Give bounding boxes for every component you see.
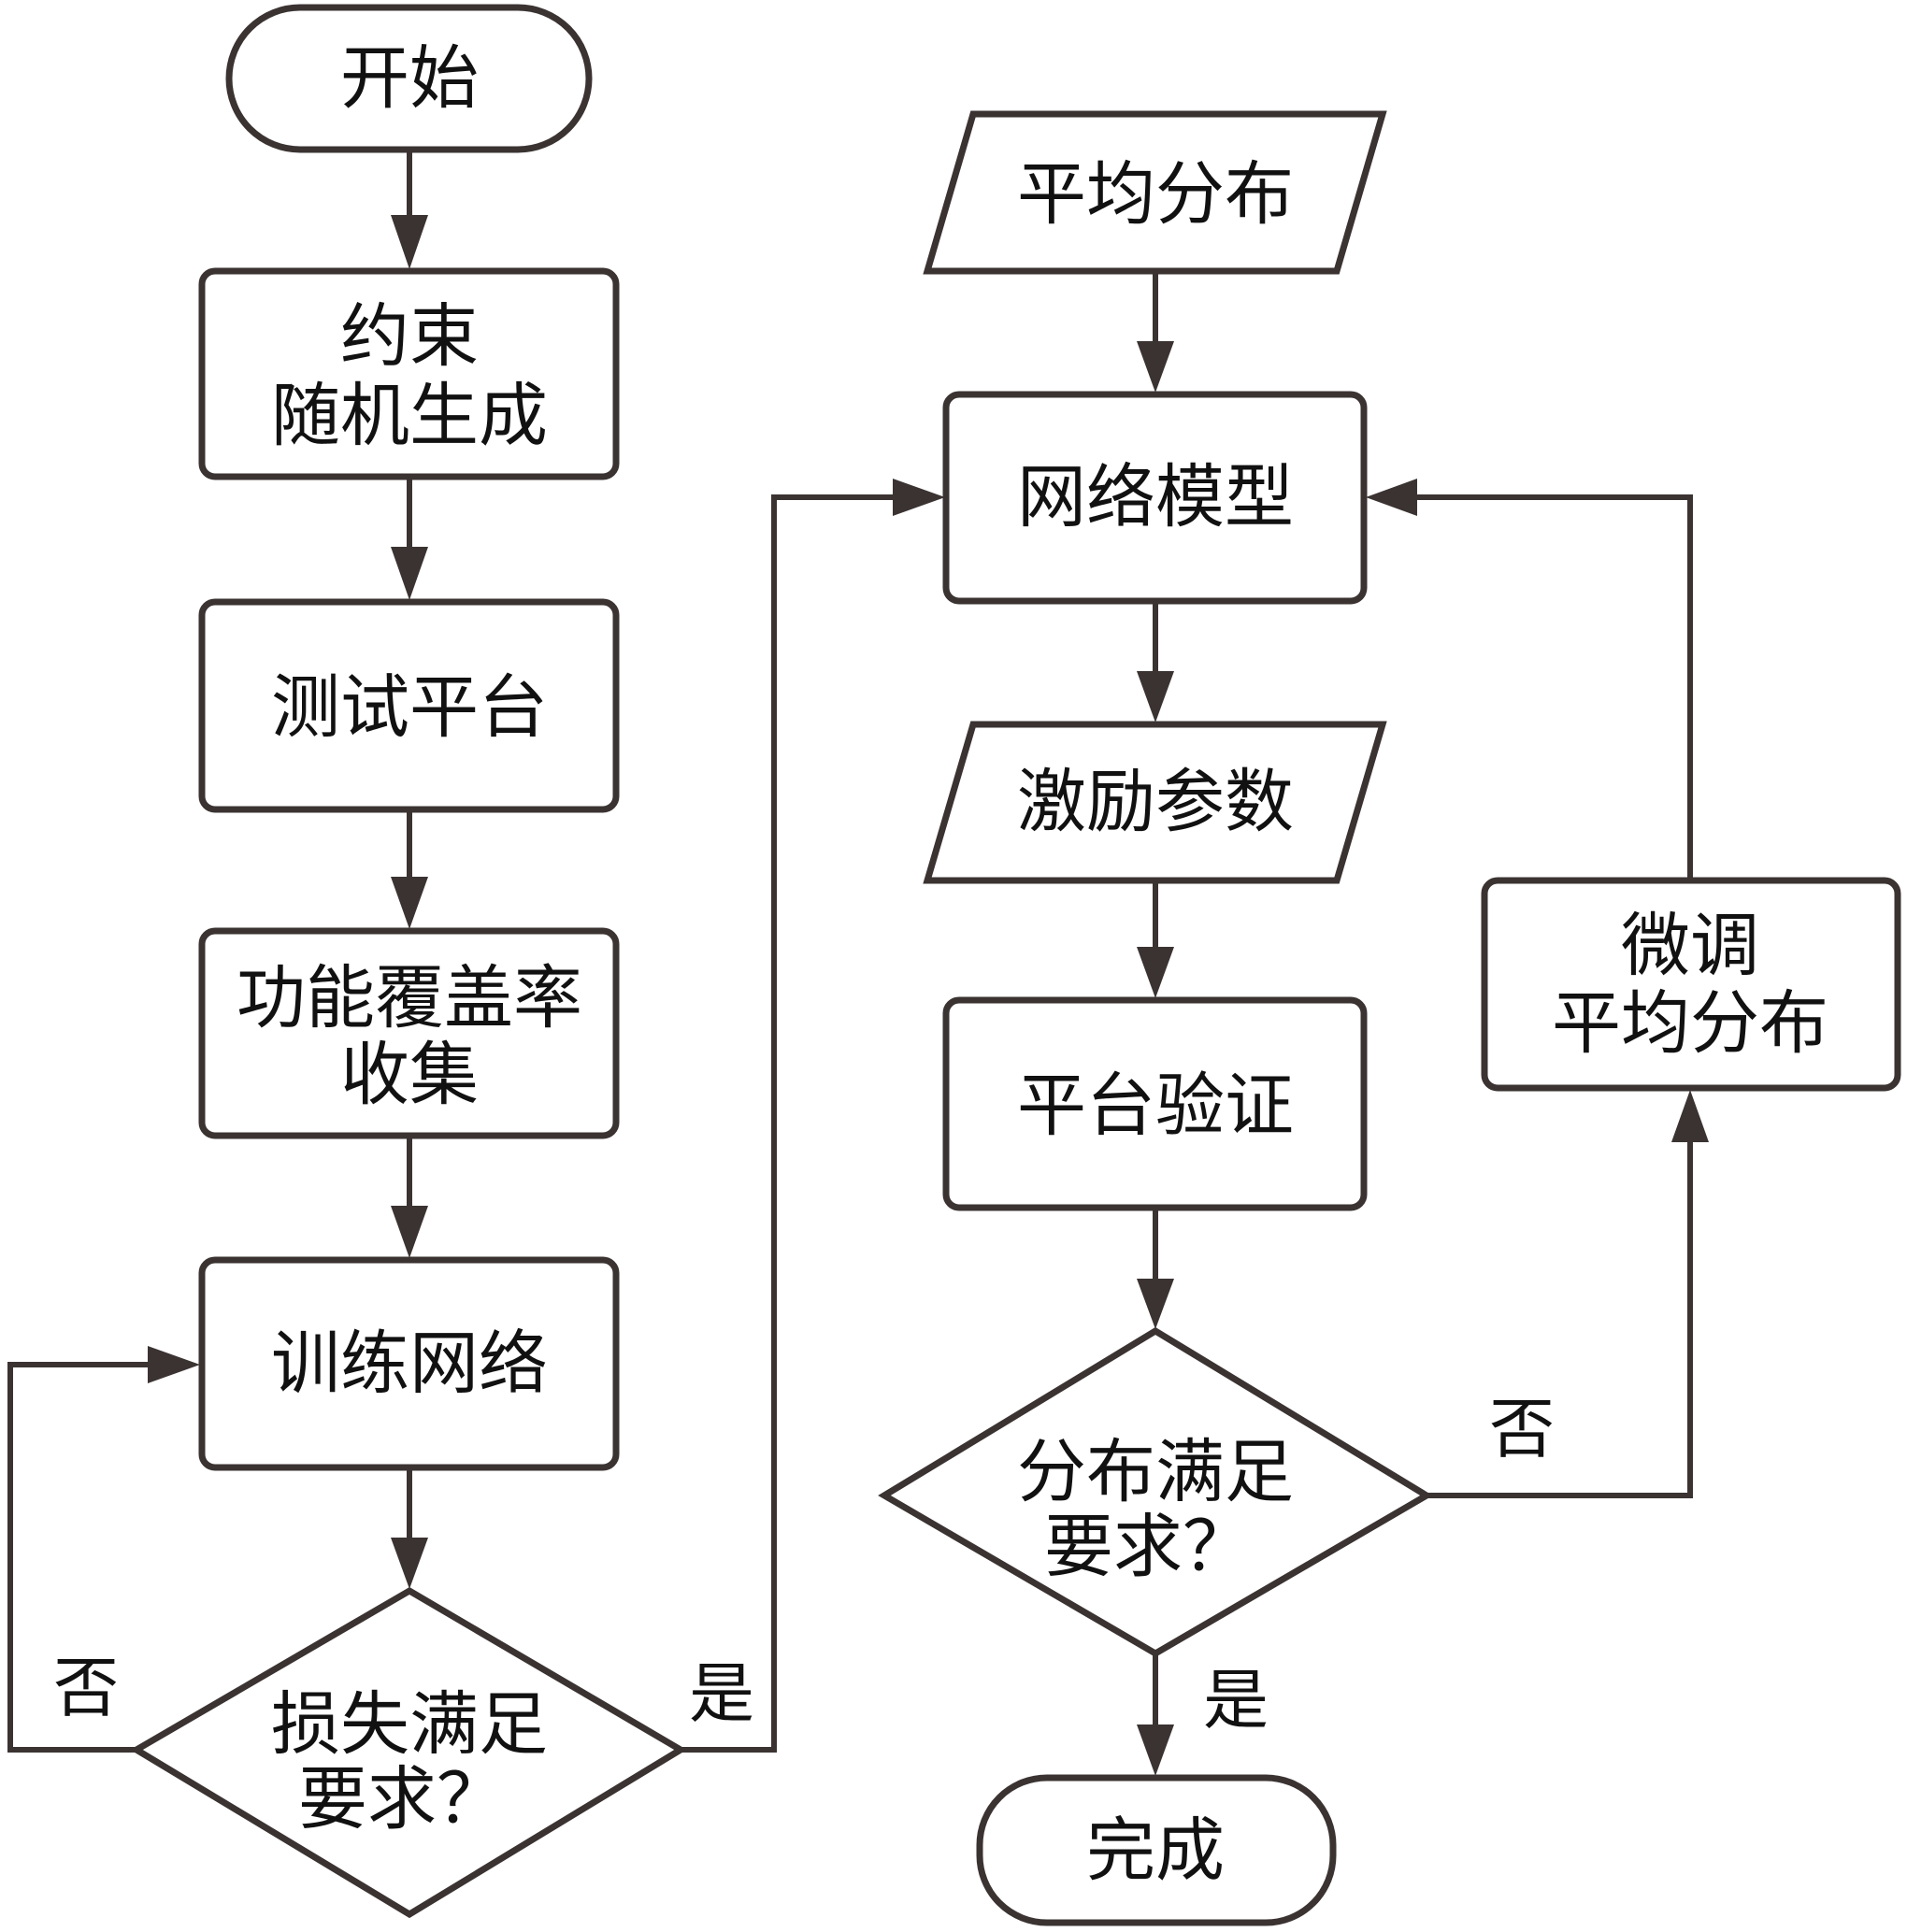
connector-loss-yes	[681, 494, 907, 1753]
testbench-label: 测试平台	[271, 667, 548, 748]
distribution-yes-label: 是	[1203, 1662, 1269, 1739]
arrow-down-icon	[1137, 671, 1174, 723]
stimulus-params-label: 激励参数	[1017, 762, 1294, 842]
loss-decision-label-line1: 损失满足	[271, 1684, 548, 1765]
arrow-down-icon	[391, 215, 428, 269]
stimulus-params-output	[923, 721, 1387, 884]
distribution-decision-label-line1: 分布满足	[1017, 1432, 1294, 1512]
distribution-no-label: 否	[1489, 1391, 1555, 1467]
arrow-left-icon	[1366, 479, 1417, 516]
platform-verify-label: 平台验证	[1017, 1066, 1294, 1146]
finetune-label-line2: 平均分布	[1552, 983, 1828, 1064]
connector-finetune-to-model	[1402, 494, 1693, 880]
loss-decision-diamond	[130, 1586, 687, 1919]
arrow-down-icon	[1137, 341, 1174, 393]
uniform-distribution-label: 平均分布	[1017, 154, 1294, 235]
loss-no-label: 否	[53, 1650, 119, 1726]
finish-terminator	[976, 1774, 1337, 1926]
loss-yes-label: 是	[689, 1655, 754, 1732]
arrow-down-icon	[391, 1538, 428, 1589]
arrow-down-icon	[391, 1206, 428, 1258]
arrow-right-icon	[893, 479, 945, 516]
distribution-decision-label-line2: 要求？	[1044, 1507, 1252, 1587]
start-label: 开始	[340, 38, 479, 119]
arrow-down-icon	[1137, 1279, 1174, 1329]
arrow-down-icon	[391, 547, 428, 600]
train-network-label: 训练网络	[271, 1324, 548, 1404]
arrow-right-icon	[148, 1346, 200, 1383]
constraint-random-label-line1: 约束	[340, 296, 479, 377]
finish-label: 完成	[1086, 1810, 1225, 1891]
arrow-up-icon	[1671, 1090, 1709, 1142]
connector-distribution-no	[1427, 1126, 1693, 1498]
finetune-label-line1: 微调	[1621, 906, 1759, 986]
connector-loss-no-loop	[7, 1362, 159, 1753]
constraint-random-label-line2: 随机生成	[271, 376, 548, 456]
loss-decision-label-line2: 要求？	[298, 1759, 506, 1839]
arrow-down-icon	[1137, 947, 1174, 998]
arrow-down-icon	[1137, 1724, 1174, 1776]
uniform-distribution-input	[923, 110, 1387, 275]
network-model-label: 网络模型	[1017, 457, 1294, 537]
coverage-collect-label-line1: 功能覆盖率	[237, 958, 582, 1038]
arrow-down-icon	[391, 877, 428, 929]
coverage-collect-label-line2: 收集	[340, 1035, 479, 1115]
